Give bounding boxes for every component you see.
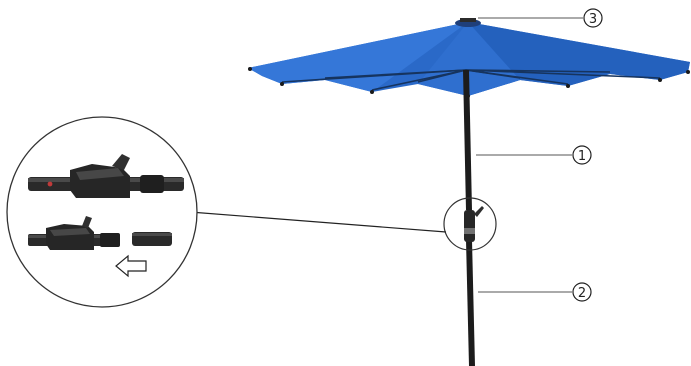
canopy-ribs <box>281 69 661 91</box>
canopy-panel-front <box>418 22 520 96</box>
crank-highlight-circle <box>443 197 497 251</box>
callout-1: 1 <box>476 145 592 165</box>
umbrella-canopy <box>248 18 690 98</box>
crank-handle <box>112 154 130 170</box>
top-cap <box>455 18 481 27</box>
callout-2: 2 <box>478 282 592 302</box>
detail-circle <box>6 116 198 308</box>
pole-crank-handle <box>474 206 484 217</box>
pole-crank-housing <box>464 210 475 242</box>
callout-3-number: 3 <box>589 12 597 27</box>
crank-detail-view <box>6 116 198 308</box>
callout-3-circle <box>583 8 603 28</box>
canopy-panel-left <box>248 22 468 92</box>
callout-1-circle <box>572 145 592 165</box>
umbrella-pole <box>463 70 484 366</box>
pole-lower <box>466 240 475 366</box>
callout-2-number: 2 <box>578 286 586 301</box>
crank-disassembled <box>28 216 172 250</box>
callout-2-circle <box>572 282 592 302</box>
crank-assembled <box>28 154 184 198</box>
detail-leader-line <box>189 211 447 233</box>
direction-arrow <box>115 254 147 278</box>
callout-3: 3 <box>478 8 603 28</box>
pole-upper <box>463 70 472 210</box>
callout-1-number: 1 <box>578 149 586 164</box>
